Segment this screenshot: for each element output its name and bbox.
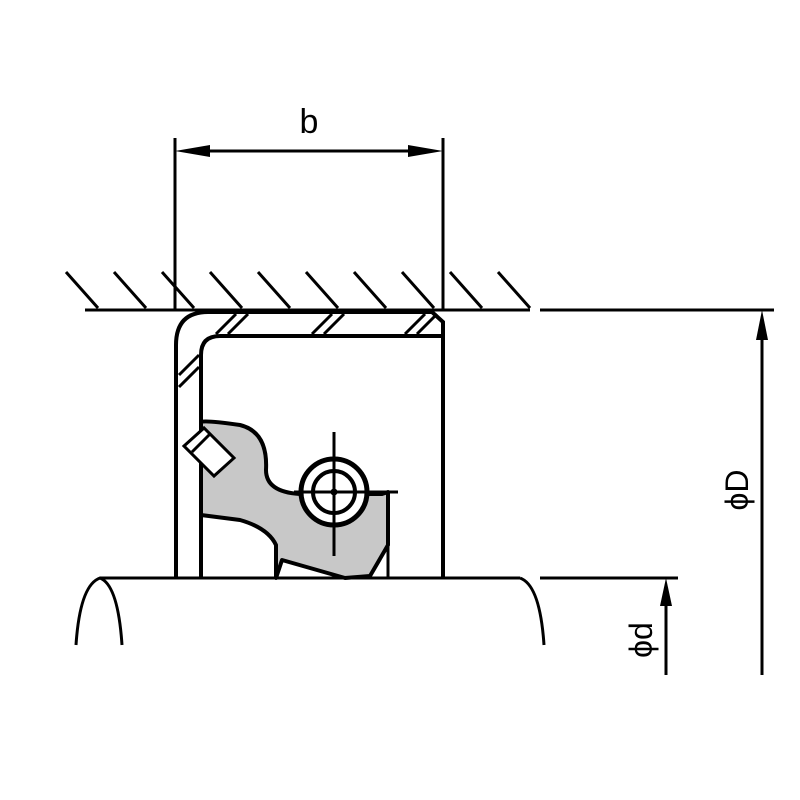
housing-hatching <box>64 271 532 312</box>
vent-insert <box>181 425 237 479</box>
seal-base <box>274 545 390 578</box>
outer-diameter-label: ϕD <box>719 469 755 510</box>
garter-spring-icon <box>294 432 398 556</box>
shaft <box>74 576 546 646</box>
inner-diameter-dimension <box>540 576 678 675</box>
width-label: b <box>300 103 319 141</box>
width-dimension <box>173 138 445 310</box>
outer-diameter-dimension <box>540 308 774 675</box>
inner-diameter-label: ϕd <box>623 622 659 658</box>
metal-case <box>174 310 445 578</box>
rubber-lip <box>199 419 390 580</box>
